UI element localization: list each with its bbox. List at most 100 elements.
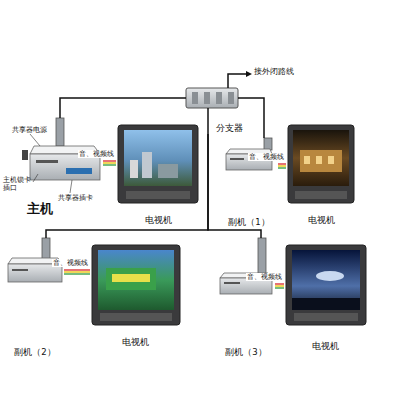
- node-label: 分支器: [216, 123, 243, 133]
- tv-set: [118, 125, 198, 203]
- host-receiver: [36, 160, 58, 163]
- tv-set: [328, 156, 334, 164]
- sub-receiver: [230, 158, 244, 160]
- cable-connector: [64, 270, 90, 274]
- coax-cable: [245, 98, 264, 138]
- node-label: 副机（1）: [228, 217, 269, 227]
- splitter-symbol: [238, 97, 245, 99]
- cable-connector: [275, 284, 284, 288]
- tv-set: 电视机: [284, 240, 366, 352]
- node-label: 电视机: [308, 215, 335, 225]
- av-cable-wire: [278, 165, 286, 166]
- tv-set: [300, 150, 342, 172]
- node-label: 副机（2）: [14, 347, 55, 357]
- node-label: 电视机: [312, 341, 339, 351]
- edge-label: 音、视频线: [248, 153, 285, 161]
- host-receiver: [33, 174, 38, 182]
- host-receiver: [22, 150, 28, 160]
- cable-connector: [60, 98, 183, 118]
- tv-set: [100, 313, 172, 321]
- av-cable-wire: [64, 273, 90, 274]
- tv-set: [286, 245, 366, 325]
- sub-receiver: [264, 138, 272, 150]
- tv-set: 电视机: [90, 240, 180, 348]
- tv-set: [295, 191, 347, 199]
- splitter-symbol: [207, 108, 209, 134]
- tv-set: [92, 245, 180, 325]
- edge-label: 音、视频线: [78, 150, 115, 158]
- av-cable-wire: [103, 162, 116, 163]
- external-cable: [246, 71, 252, 77]
- tv-set: [294, 313, 358, 321]
- splitter-symbol: [216, 92, 222, 104]
- cable-connector: [278, 164, 286, 168]
- sub-receiver: [220, 238, 272, 294]
- tv-set: [124, 130, 192, 186]
- tv-set: [288, 125, 354, 203]
- tv-set: [126, 191, 190, 199]
- splitter-symbol: [204, 92, 210, 104]
- host-receiver: [30, 134, 40, 146]
- av-cable-wire: [103, 164, 116, 165]
- sub-unit: 副机（1）: [220, 138, 278, 228]
- node-label: 主机: [27, 201, 53, 217]
- node-label: 副机（3）: [225, 347, 266, 357]
- av-cable-wire: [275, 283, 284, 284]
- splitter-symbol: [228, 92, 234, 104]
- tv-set: [286, 245, 366, 325]
- sub-unit: 副机（3）: [217, 238, 275, 358]
- av-cable-wire: [278, 167, 286, 168]
- tv-set: [293, 130, 349, 186]
- cable-connector: [103, 161, 116, 165]
- av-cable-wire: [64, 271, 90, 272]
- av-cable-wire: [278, 163, 286, 164]
- external-cable: [228, 74, 249, 88]
- cable-connector: [245, 98, 264, 138]
- sub-receiver: [224, 282, 240, 284]
- callout-label: 主机锁卡插口: [3, 176, 33, 193]
- external-cable: [228, 71, 252, 88]
- coax-cable: [46, 134, 208, 238]
- tv-set: [92, 245, 180, 325]
- av-cable-wire: [64, 269, 90, 270]
- sub-unit: 副机（2）: [6, 238, 64, 358]
- tv-set: [118, 125, 198, 203]
- callout-label: 共享器插卡: [58, 194, 93, 202]
- splitter-symbol: [186, 88, 238, 108]
- tv-set: [292, 298, 360, 310]
- tv-set: [130, 160, 138, 178]
- splitter: 分支器: [183, 86, 245, 134]
- edge-label: 音、视频线: [52, 259, 89, 267]
- edge-label: 音、视频线: [246, 273, 283, 281]
- callout-label: 接外闭路线: [254, 67, 294, 77]
- sub-receiver: [258, 238, 266, 274]
- tv-set: [158, 164, 178, 178]
- callout-label: 共享器电源: [12, 126, 47, 134]
- tv-set: [316, 156, 322, 164]
- cable-connector: [46, 134, 208, 238]
- node-label: 电视机: [122, 337, 149, 347]
- sub-receiver: [12, 269, 28, 271]
- sub-receiver: [42, 238, 50, 260]
- splitter-symbol: [192, 92, 198, 104]
- node-label: 电视机: [145, 215, 172, 225]
- host-receiver: [66, 168, 92, 174]
- tv-set: 电视机: [286, 122, 356, 226]
- tv-set: [288, 125, 354, 203]
- av-cable-wire: [275, 287, 284, 288]
- tv-set: [112, 274, 150, 282]
- splitter-symbol: [183, 97, 186, 99]
- tv-set: [142, 152, 152, 178]
- coax-cable: [60, 98, 183, 118]
- host-receiver: [70, 180, 72, 193]
- tv-set: [304, 156, 310, 164]
- av-cable-wire: [275, 285, 284, 286]
- av-cable-wire: [103, 160, 116, 161]
- tv-set: [316, 271, 344, 281]
- tv-set: [98, 250, 174, 310]
- tv-set: [292, 250, 360, 310]
- host-receiver: [56, 118, 64, 146]
- tv-set: 电视机: [116, 122, 200, 226]
- tv-set: [106, 268, 156, 290]
